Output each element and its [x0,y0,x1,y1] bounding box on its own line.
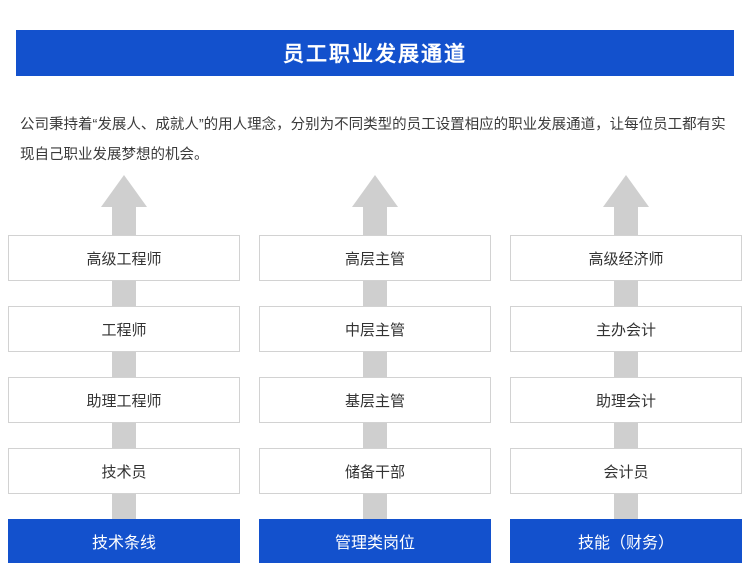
career-column-management: 高层主管 中层主管 基层主管 储备干部 管理类岗位 [259,175,491,570]
career-column-finance: 高级经济师 主办会计 助理会计 会计员 技能（财务） [510,175,742,570]
column-base-label[interactable]: 技能（财务） [510,519,742,563]
step-box[interactable]: 助理工程师 [8,377,240,423]
step-box[interactable]: 会计员 [510,448,742,494]
step-box[interactable]: 高层主管 [259,235,491,281]
step-box[interactable]: 助理会计 [510,377,742,423]
page-title-bar: 员工职业发展通道 [16,30,734,76]
step-box[interactable]: 储备干部 [259,448,491,494]
step-box[interactable]: 工程师 [8,306,240,352]
step-list: 高级经济师 主办会计 助理会计 会计员 [510,235,742,519]
step-box[interactable]: 高级工程师 [8,235,240,281]
career-column-technical: 高级工程师 工程师 助理工程师 技术员 技术条线 [8,175,240,570]
intro-paragraph: 公司秉持着“发展人、成就人”的用人理念，分别为不同类型的员工设置相应的职业发展通… [20,116,726,163]
step-box[interactable]: 基层主管 [259,377,491,423]
career-columns: 高级工程师 工程师 助理工程师 技术员 技术条线 高层主管 中层主管 基层主管 … [0,175,750,575]
step-box[interactable]: 高级经济师 [510,235,742,281]
step-list: 高层主管 中层主管 基层主管 储备干部 [259,235,491,519]
step-box[interactable]: 技术员 [8,448,240,494]
column-base-label[interactable]: 管理类岗位 [259,519,491,563]
column-base-label[interactable]: 技术条线 [8,519,240,563]
step-list: 高级工程师 工程师 助理工程师 技术员 [8,235,240,519]
page-title: 员工职业发展通道 [283,43,467,66]
step-box[interactable]: 中层主管 [259,306,491,352]
step-box[interactable]: 主办会计 [510,306,742,352]
